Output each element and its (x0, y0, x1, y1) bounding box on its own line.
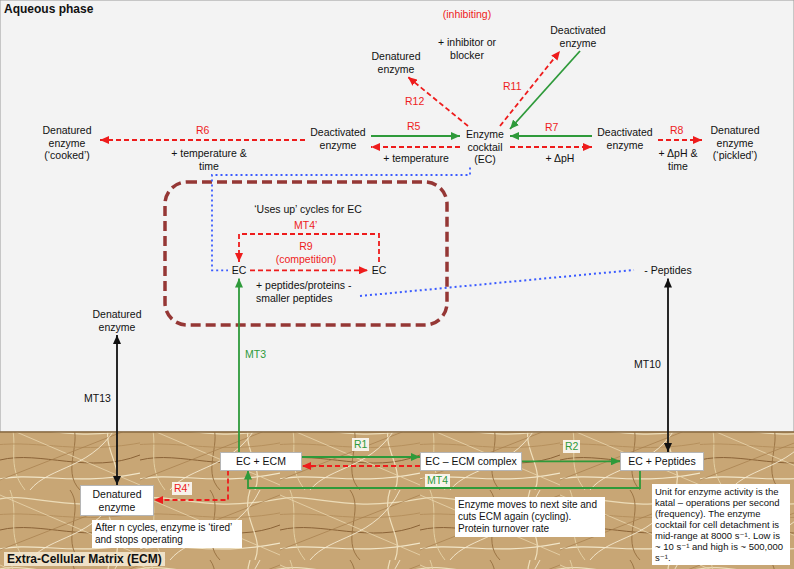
connector-arrow (500, 51, 560, 126)
edge-label: R9 (competition) (270, 240, 342, 265)
connector-arrow (510, 135, 592, 137)
note-label: + temperature (380, 152, 452, 165)
node-text: EC (369, 264, 389, 277)
node-text: Denatured enzyme (85, 308, 149, 333)
edge-label: MT3 (245, 348, 266, 361)
text-node: Denatured enzyme (84, 306, 150, 335)
edge-label: MT4 (425, 474, 450, 487)
node-text: Deactivated enzyme (593, 126, 657, 151)
text-node: Deactivated enzyme (305, 124, 371, 153)
edge-label: R2 (563, 440, 580, 453)
connector-arrow (658, 139, 702, 141)
connector-arrow (667, 279, 669, 453)
note-label: + peptides/proteins - smaller peptides (256, 279, 358, 304)
ecm-region (0, 432, 794, 569)
connector-arrow (248, 471, 640, 489)
note-box: Unit for enzyme activity is the katal – … (652, 484, 790, 565)
edge-label: MT4’ (294, 219, 317, 232)
edge-label: MT13 (84, 392, 111, 405)
note-label: + temperature & time (166, 147, 252, 172)
text-node: Denatured enzyme (‘pickled’) (702, 122, 768, 164)
note-label: ‘Uses up’ cycles for EC (244, 203, 372, 216)
connector-arrow (371, 135, 460, 137)
node-text: EC (229, 264, 249, 277)
phase-boundary (0, 431, 794, 433)
note-label: + ΔpH & time (652, 147, 704, 172)
text-node: - Peptides (638, 262, 698, 279)
aqueous-region (0, 0, 794, 432)
dashed-region (165, 182, 447, 325)
text-node: Deactivated enzyme (592, 124, 658, 153)
text-node: Denatured enzyme (366, 48, 426, 77)
process-box: EC – ECM complex (420, 452, 522, 471)
process-box: Denatured enzyme (80, 485, 154, 516)
node-text: EC + ECM (224, 455, 298, 468)
dotted-leader (360, 270, 634, 296)
edge-label: R1 (352, 438, 369, 451)
node-text: Enzyme cocktail (EC) (461, 128, 509, 166)
connector-arrow (212, 168, 470, 271)
connector-arrow (100, 139, 305, 141)
edge-label: R7 (545, 121, 558, 134)
text-node: Denatured enzyme (‘cooked’) (34, 122, 100, 164)
node-text: Deactivated enzyme (547, 24, 609, 49)
note-label: + inhibitor or blocker (432, 36, 502, 61)
node-text: EC – ECM complex (424, 455, 518, 468)
edge-label: R6 (196, 124, 209, 137)
note-box: Enzyme moves to next site and cuts ECM a… (455, 497, 605, 537)
node-text: Deactivated enzyme (306, 126, 370, 151)
connector-arrow (510, 146, 592, 148)
node-text: Denatured enzyme (‘cooked’) (35, 124, 99, 162)
note-label: (inhibiting) (432, 8, 502, 21)
note-label: + ΔpH (536, 152, 584, 165)
region-title: Extra-Cellular Matrix (ECM) (4, 552, 165, 566)
text-node: EC (368, 262, 390, 279)
note-box: After n cycles, enzyme is ‘tired’ and st… (92, 520, 242, 548)
text-node: Deactivated enzyme (546, 22, 610, 51)
region-title: Aqueous phase (4, 2, 93, 16)
text-node: EC (228, 262, 250, 279)
node-text: Denatured enzyme (367, 50, 425, 75)
edge-label: R5 (407, 120, 420, 133)
edge-label: R8 (670, 124, 683, 137)
edge-label: MT10 (634, 358, 661, 371)
connector-arrow (154, 471, 228, 501)
connector-arrow (116, 335, 118, 485)
edge-label: R4’ (172, 482, 192, 495)
process-box: EC + ECM (220, 452, 302, 471)
edge-label: R11 (503, 80, 521, 93)
node-text: - Peptides (639, 264, 697, 277)
node-text: Denatured enzyme (‘pickled’) (703, 124, 767, 162)
text-node: Enzyme cocktail (EC) (460, 126, 510, 168)
edge-label: R12 (405, 95, 424, 108)
connector-arrow (302, 465, 420, 467)
connector-arrow (302, 456, 420, 458)
connector-arrow (522, 460, 620, 462)
node-text: EC + Peptides (624, 455, 700, 468)
node-text: Denatured enzyme (84, 488, 150, 513)
connector-arrow (250, 269, 368, 271)
connector-arrow (238, 279, 240, 453)
connector-arrow (371, 146, 460, 148)
process-box: EC + Peptides (620, 452, 704, 471)
